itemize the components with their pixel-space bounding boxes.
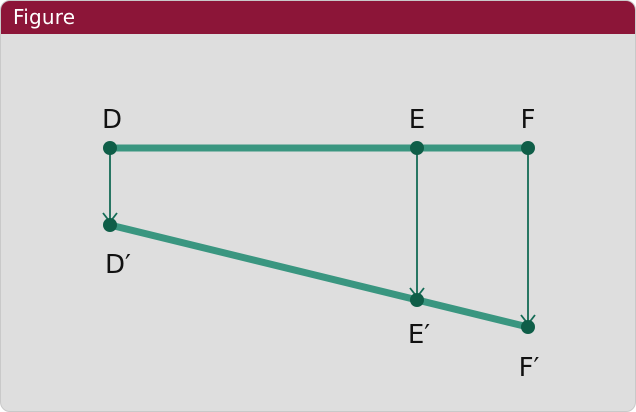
point-e (410, 141, 424, 155)
arrow-d-to-d-prime (102, 148, 118, 224)
label-e-prime: E′ (408, 320, 430, 350)
label-f: F (521, 105, 536, 135)
point-f-prime (521, 320, 535, 334)
figure-header: Figure (1, 1, 635, 34)
point-f (521, 141, 535, 155)
label-f-prime: F′ (519, 353, 540, 383)
segment-d-prime-f-prime (106, 221, 532, 331)
label-d-prime: D′ (105, 250, 131, 280)
point-d (103, 141, 117, 155)
point-d-prime (103, 218, 117, 232)
arrow-f-to-f-prime (520, 148, 536, 326)
label-d: D (102, 105, 122, 135)
figure-title: Figure (13, 5, 76, 29)
point-e-prime (410, 293, 424, 307)
arrow-e-to-e-prime (409, 148, 425, 299)
label-e: E (409, 105, 425, 135)
